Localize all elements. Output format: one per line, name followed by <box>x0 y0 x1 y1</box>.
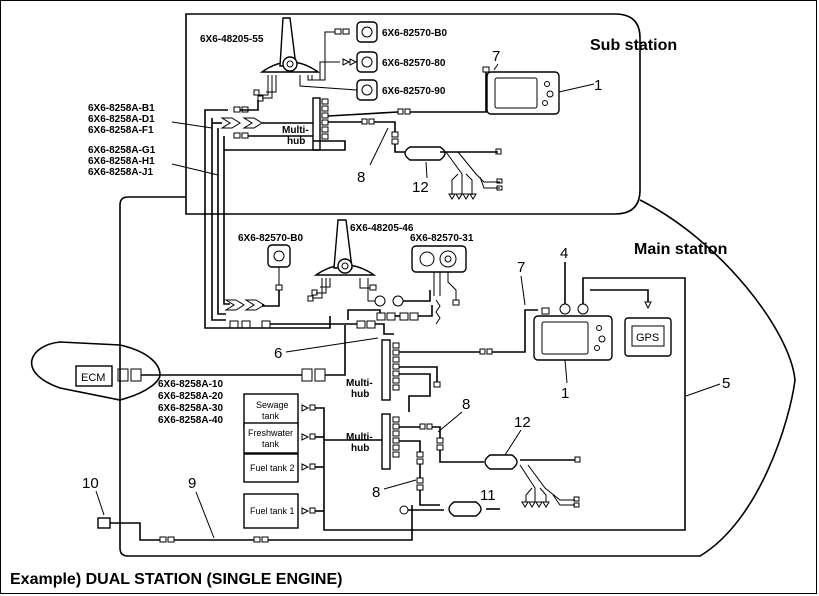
pn-sw-b0-main: 6X6-82570-B0 <box>238 233 303 244</box>
fuel-tank-1-label: Fuel tank 1 <box>250 506 295 516</box>
pn-remote-main: 6X6-48205-46 <box>350 223 414 234</box>
display-sub <box>486 71 560 115</box>
freshwater-tank <box>243 422 299 454</box>
callout-12-main: 12 <box>514 414 531 431</box>
sewage-tank-label-2: tank <box>262 411 280 421</box>
callout-8-main-lower: 8 <box>372 484 380 501</box>
multihub-main-upper <box>381 339 391 401</box>
callout-10: 10 <box>82 475 99 492</box>
callout-4: 4 <box>560 245 568 262</box>
pn-cable-f1: 6X6-8258A-F1 <box>88 125 154 136</box>
callout-8-main-upper: 8 <box>462 396 470 413</box>
callout-11: 11 <box>480 487 496 504</box>
pn-cable-10: 6X6-8258A-10 <box>158 379 223 390</box>
multihub-sub-label-1: Multi- <box>282 125 309 136</box>
sub-station-title: Sub station <box>590 37 677 54</box>
main-station-title: Main station <box>634 241 727 258</box>
callout-12-sub: 12 <box>412 179 429 196</box>
freshwater-tank-label-2: tank <box>262 439 280 449</box>
gps-unit <box>624 317 672 357</box>
pn-cable-d1: 6X6-8258A-D1 <box>88 114 155 125</box>
display-main <box>533 315 613 361</box>
sensor-hub-sub <box>404 146 446 161</box>
sensor-11 <box>448 501 482 517</box>
multihub-sub-label-2: hub <box>287 136 305 147</box>
pn-sw-90: 6X6-82570-90 <box>382 86 446 97</box>
pn-cable-j1: 6X6-8258A-J1 <box>88 167 153 178</box>
key-switch-main <box>411 245 467 273</box>
engine-outline <box>30 341 161 401</box>
pn-sw-80: 6X6-82570-80 <box>382 58 446 69</box>
sensor-10 <box>97 517 111 529</box>
callout-7-main: 7 <box>517 259 525 276</box>
sensor-hub-main <box>484 454 518 470</box>
pn-cable-40: 6X6-8258A-40 <box>158 415 223 426</box>
freshwater-tank-label-1: Freshwater <box>248 428 293 438</box>
pn-cable-20: 6X6-8258A-20 <box>158 391 223 402</box>
callout-8-sub: 8 <box>357 169 365 186</box>
sewage-tank-label-1: Sewage <box>256 400 289 410</box>
ecm-box <box>75 365 113 387</box>
pn-cable-30: 6X6-8258A-30 <box>158 403 223 414</box>
callout-9: 9 <box>188 475 196 492</box>
pn-cable-b1: 6X6-8258A-B1 <box>88 103 155 114</box>
callout-5: 5 <box>722 375 730 392</box>
pn-cable-g1: 6X6-8258A-G1 <box>88 145 156 156</box>
callout-1-sub: 1 <box>594 77 602 94</box>
multihub-main-upper-label-1: Multi- <box>346 378 373 389</box>
multihub-sub <box>312 97 321 151</box>
multihub-main-upper-label-2: hub <box>351 389 369 400</box>
gps-label: GPS <box>636 332 659 344</box>
sub-station-outline <box>185 13 641 215</box>
switch-b0-sub <box>356 21 378 43</box>
main-station-outline <box>119 196 796 557</box>
pn-sw-b0-sub: 6X6-82570-B0 <box>382 28 447 39</box>
multihub-main-lower-label-1: Multi- <box>346 432 373 443</box>
callout-1-main: 1 <box>561 385 569 402</box>
fuel-tank-1 <box>243 493 299 529</box>
remote-control-sub <box>259 17 321 73</box>
multihub-main-lower <box>381 413 391 470</box>
fuel-tank-2 <box>243 453 299 483</box>
pn-remote-sub: 6X6-48205-55 <box>200 34 264 45</box>
callout-6: 6 <box>274 345 282 362</box>
ecm-label: ECM <box>81 372 105 384</box>
switch-80 <box>356 51 378 73</box>
diagram-caption: Example) DUAL STATION (SINGLE ENGINE) <box>10 571 342 588</box>
pn-sw-31: 6X6-82570-31 <box>410 233 474 244</box>
multihub-main-lower-label-2: hub <box>351 443 369 454</box>
fuel-tank-2-label: Fuel tank 2 <box>250 463 295 473</box>
switch-90 <box>356 79 378 101</box>
remote-control-main <box>313 219 377 276</box>
pn-cable-h1: 6X6-8258A-H1 <box>88 156 155 167</box>
callout-7-sub: 7 <box>492 48 500 65</box>
switch-b0-main <box>267 244 291 268</box>
